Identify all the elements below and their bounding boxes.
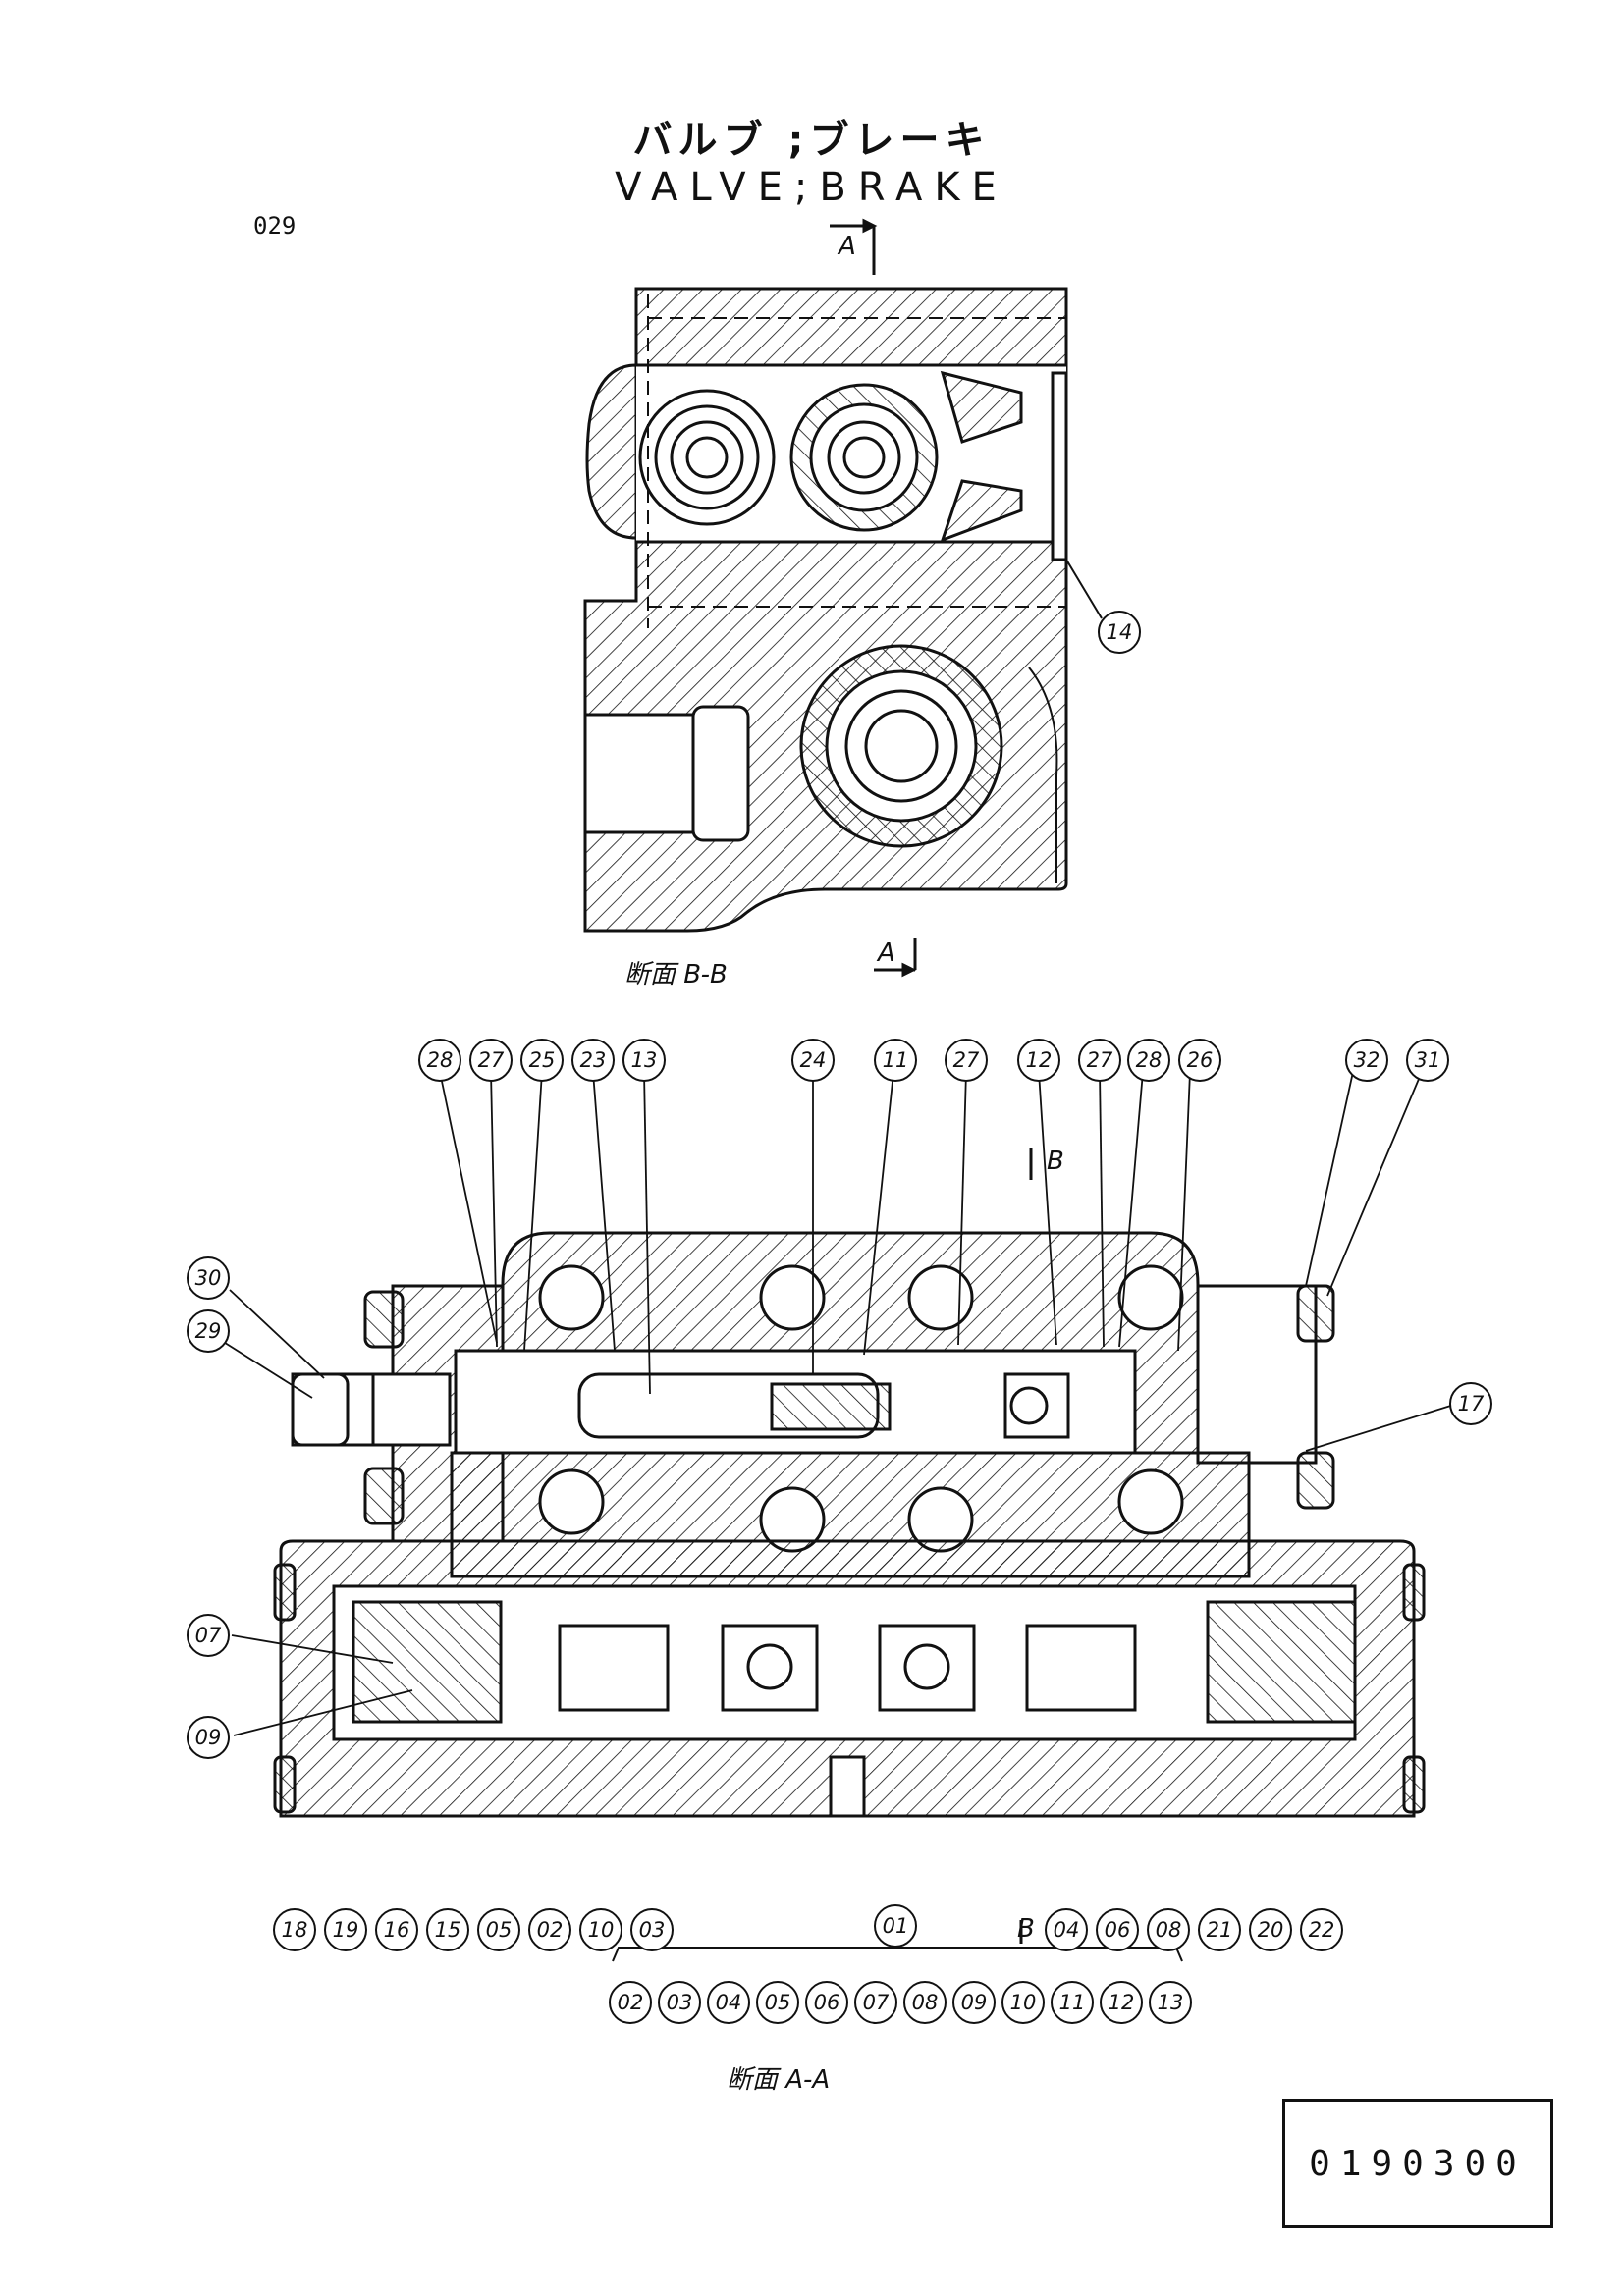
callout-08: 08 [1147,1908,1190,1951]
callout-27-mid: 27 [945,1039,988,1082]
callout-27-right: 27 [1078,1039,1121,1082]
callout-30: 30 [187,1256,230,1300]
callout-27-left: 27 [469,1039,513,1082]
callout-04: 04 [1045,1908,1088,1951]
callout-17: 17 [1449,1382,1492,1425]
page-code: 029 [253,212,297,240]
assembly-part-callout: 10 [1001,1981,1045,2024]
callout-06: 06 [1096,1908,1139,1951]
assembly-part-callout: 07 [854,1981,897,2024]
assembly-part-callout: 11 [1051,1981,1094,2024]
callout-21: 21 [1198,1908,1241,1951]
callout-07: 07 [187,1614,230,1657]
callout-23: 23 [571,1039,615,1082]
title-english: VALVE;BRAKE [615,165,1008,210]
callout-11: 11 [874,1039,917,1082]
callout-24: 24 [791,1039,835,1082]
callout-20: 20 [1249,1908,1292,1951]
assembly-part-callout: 03 [658,1981,701,2024]
cut-marker-a-bottom: A [878,938,895,968]
assembly-part-callout: 06 [805,1981,848,2024]
assembly-part-callout: 09 [952,1981,996,2024]
cut-marker-b-bottom: B [1017,1914,1035,1944]
callout-05: 05 [477,1908,520,1951]
assembly-part-callout: 08 [903,1981,947,2024]
callout-14: 14 [1098,611,1141,654]
callout-16: 16 [375,1908,418,1951]
cut-marker-a-top: A [839,232,856,261]
callout-26: 26 [1178,1039,1221,1082]
section-aa-drawing [273,1148,1426,1962]
callout-29: 29 [187,1309,230,1353]
section-bb-label: 断面 B-B [624,960,728,989]
section-bb-drawing [583,218,1103,978]
assembly-part-callout: 04 [707,1981,750,2024]
callout-10: 10 [579,1908,622,1951]
leader-lines [221,1071,1458,1736]
callout-28-left: 28 [418,1039,461,1082]
callout-19: 19 [324,1908,367,1951]
callout-03: 03 [630,1908,674,1951]
callout-09: 09 [187,1716,230,1759]
callout-18: 18 [273,1908,316,1951]
callout-28-right: 28 [1127,1039,1170,1082]
document-number: 0190300 [1282,2099,1553,2228]
callout-15: 15 [426,1908,469,1951]
assembly-part-callout: 12 [1100,1981,1143,2024]
assembly-part-callout: 13 [1149,1981,1192,2024]
callout-25: 25 [520,1039,564,1082]
callout-13: 13 [622,1039,666,1082]
title-japanese: バルブ ;ブレーキ [632,118,991,163]
cut-marker-b-top: B [1047,1147,1064,1176]
assembly-part-callout: 02 [609,1981,652,2024]
callout-31: 31 [1406,1039,1449,1082]
section-aa-label: 断面 A-A [727,2065,831,2095]
callout-22: 22 [1300,1908,1343,1951]
callout-01: 01 [874,1904,917,1948]
callout-32: 32 [1345,1039,1388,1082]
assembly-part-callout: 05 [756,1981,799,2024]
callout-02: 02 [528,1908,571,1951]
callout-12: 12 [1017,1039,1060,1082]
